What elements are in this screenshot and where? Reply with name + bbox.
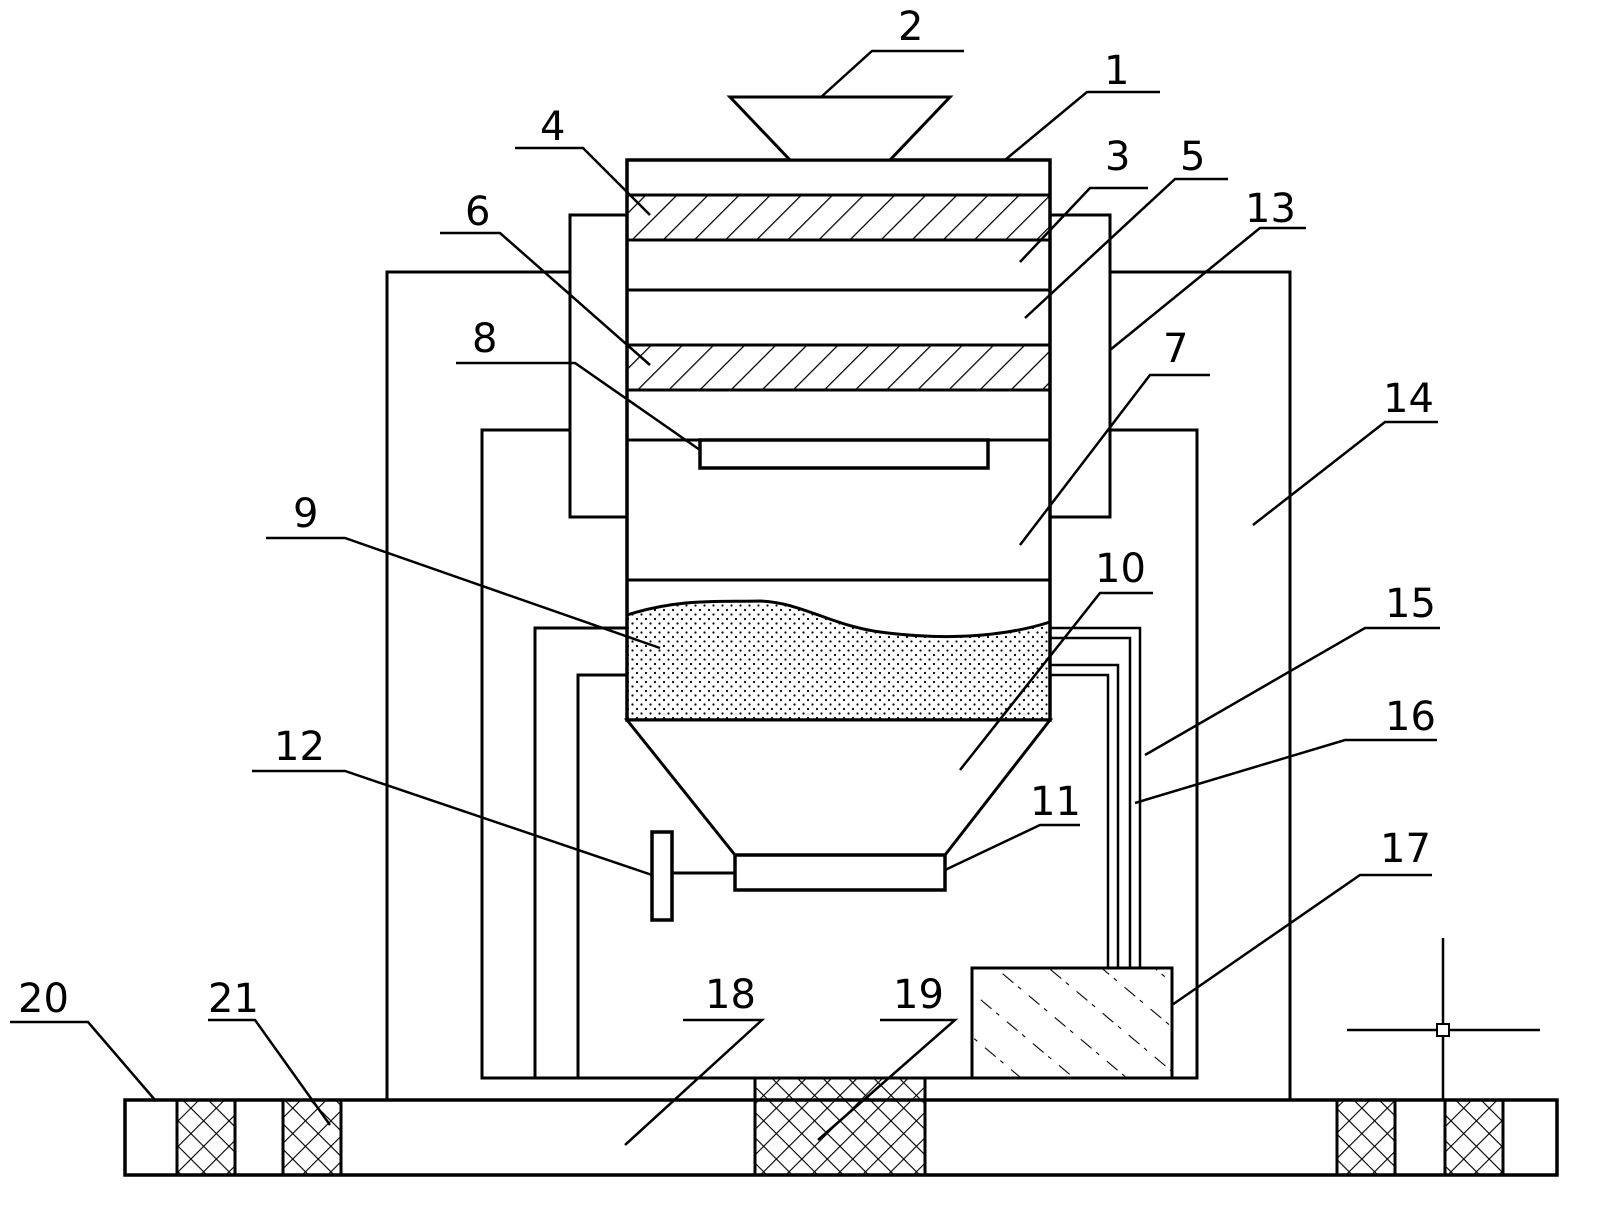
labels: 2 1 4 3 5 6 13 8 7 14 9 10 15 16 12 11 1… <box>18 4 1436 1022</box>
side-brackets <box>568 213 1112 519</box>
pipe-15 <box>1050 626 1142 968</box>
label-9: 9 <box>293 491 318 537</box>
particle-bed <box>625 599 1052 722</box>
label-1: 1 <box>1104 48 1129 94</box>
inner-frame <box>480 428 1199 1080</box>
label-5: 5 <box>1180 134 1205 180</box>
label-7: 7 <box>1163 326 1188 372</box>
label-14: 14 <box>1383 376 1434 422</box>
left-pipes <box>533 626 627 1078</box>
label-17: 17 <box>1380 826 1431 872</box>
label-18: 18 <box>705 972 756 1018</box>
label-19: 19 <box>893 972 944 1018</box>
controller-box <box>970 966 1174 1080</box>
plate-8 <box>698 438 990 470</box>
label-12: 12 <box>274 724 325 770</box>
label-21: 21 <box>208 976 259 1022</box>
outer-frame <box>125 270 1557 1102</box>
label-16: 16 <box>1385 694 1436 740</box>
pipe-16 <box>1050 663 1120 968</box>
label-15: 15 <box>1385 581 1436 627</box>
handwheel-12 <box>650 830 735 922</box>
label-2: 2 <box>898 4 923 50</box>
cone-outlet <box>623 718 1054 857</box>
label-3: 3 <box>1105 134 1130 180</box>
label-10: 10 <box>1095 546 1146 592</box>
label-13: 13 <box>1245 186 1296 232</box>
feed-hopper <box>726 95 954 162</box>
center-damper <box>753 1076 927 1177</box>
leader-lines <box>10 49 1440 1146</box>
label-20: 20 <box>18 976 69 1022</box>
valve-11 <box>733 853 947 892</box>
center-mark <box>1347 938 1540 1100</box>
label-6: 6 <box>465 189 490 235</box>
label-11: 11 <box>1030 779 1081 825</box>
label-8: 8 <box>472 316 497 362</box>
label-4: 4 <box>540 104 565 150</box>
